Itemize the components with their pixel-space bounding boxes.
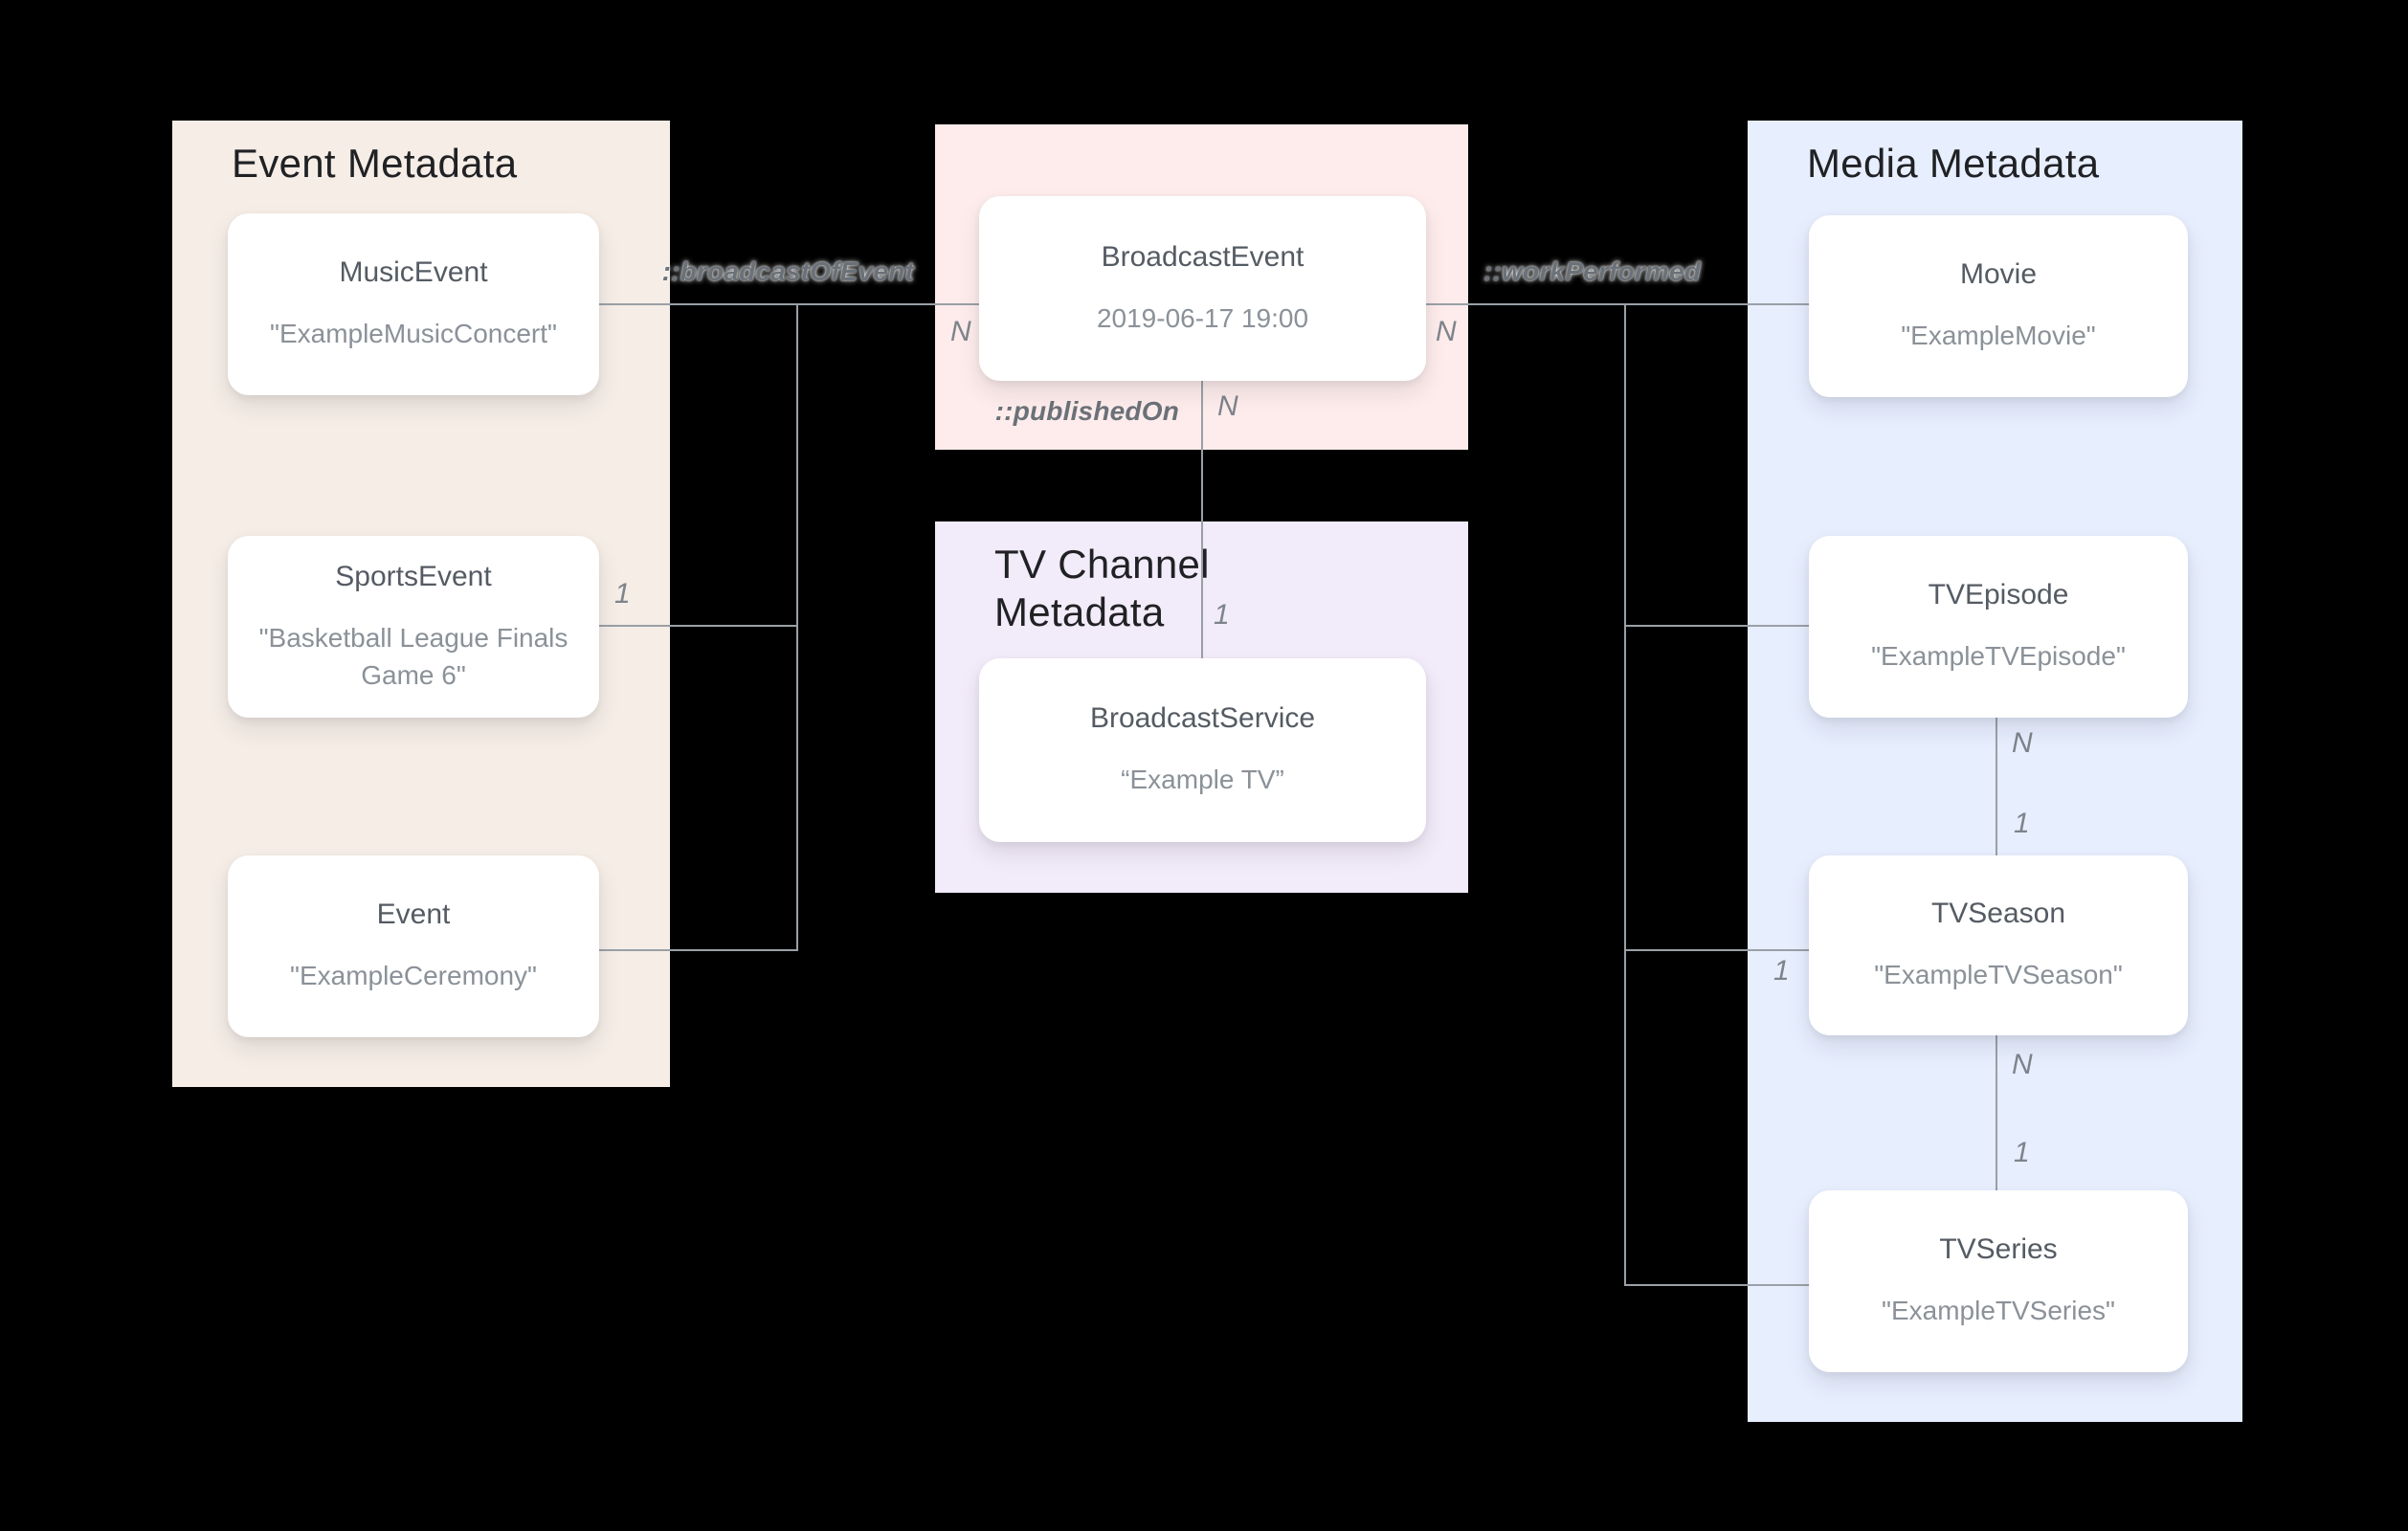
connector-sportsevent-trunk <box>599 625 798 627</box>
node-type: SportsEvent <box>335 560 492 592</box>
node-type: BroadcastService <box>1089 702 1316 735</box>
node-music-event: MusicEvent "ExampleMusicConcert" <box>228 213 599 395</box>
node-example: “Example TV” <box>1121 765 1284 795</box>
node-type: Movie <box>1959 258 2038 291</box>
relation-label-work-performed: ::workPerformed <box>1483 256 1702 286</box>
node-example: "ExampleTVSeason" <box>1874 960 2123 990</box>
cardinality-tvseason-1: 1 <box>1773 955 1790 987</box>
cardinality-sportsevent-1: 1 <box>614 578 631 610</box>
panel-title-media-metadata: Media Metadata <box>1807 141 2100 186</box>
node-type: Event <box>376 899 451 931</box>
connector-events-trunk <box>796 303 798 951</box>
node-event: Event "ExampleCeremony" <box>228 855 599 1037</box>
node-tv-season: TVSeason "ExampleTVSeason" <box>1809 855 2188 1035</box>
node-broadcast-event: BroadcastEvent 2019-06-17 19:00 <box>979 196 1426 381</box>
node-broadcast-service: BroadcastService “Example TV” <box>979 658 1426 842</box>
cardinality-season-series-n: N <box>2012 1049 2033 1080</box>
connector-media-trunk <box>1624 303 1626 1286</box>
node-tv-series: TVSeries "ExampleTVSeries" <box>1809 1190 2188 1372</box>
cardinality-episode-season-n: N <box>2012 727 2033 759</box>
cardinality-broadcastofevent-n: N <box>950 316 971 347</box>
connector-broadcastevent-movie <box>1426 303 1809 305</box>
cardinality-publishedon-1: 1 <box>1214 599 1230 631</box>
cardinality-workperformed-n: N <box>1436 316 1457 347</box>
node-type: BroadcastEvent <box>1101 240 1304 273</box>
connector-musicevent-broadcastevent <box>599 303 979 305</box>
node-type: TVEpisode <box>1928 579 2069 611</box>
connector-trunk-tvseries <box>1624 1284 1809 1286</box>
connector-trunk-tvseason <box>1624 949 1809 951</box>
cardinality-episode-season-1: 1 <box>2014 808 2030 839</box>
cardinality-season-series-1: 1 <box>2014 1137 2030 1168</box>
node-movie: Movie "ExampleMovie" <box>1809 215 2188 397</box>
node-example: "ExampleMusicConcert" <box>270 319 557 349</box>
node-type: TVSeries <box>1939 1233 2058 1266</box>
node-type: TVSeason <box>1930 898 2066 930</box>
node-example: "Basketball League Finals Game 6" <box>258 622 569 690</box>
relation-label-published-on: ::publishedOn <box>994 396 1179 426</box>
relation-label-broadcast-of-event: ::broadcastOfEvent <box>661 256 914 286</box>
connector-trunk-tvepisode <box>1624 625 1809 627</box>
node-example: "ExampleTVSeries" <box>1882 1296 2115 1326</box>
connector-tvseason-tvseries <box>1996 1035 1997 1190</box>
connector-tvepisode-tvseason <box>1996 718 1997 855</box>
node-example: "ExampleCeremony" <box>290 961 537 991</box>
node-example: "ExampleMovie" <box>1901 321 2096 351</box>
panel-title-event-metadata: Event Metadata <box>232 141 518 186</box>
node-type: MusicEvent <box>339 256 488 289</box>
node-example: 2019-06-17 19:00 <box>1096 302 1309 333</box>
connector-publishedon <box>1201 381 1203 658</box>
connector-event-trunk <box>599 949 798 951</box>
panel-title-tv-channel-metadata: TV Channel Metadata <box>994 542 1210 634</box>
node-example: "ExampleTVEpisode" <box>1871 641 2126 672</box>
node-sports-event: SportsEvent "Basketball League Finals Ga… <box>228 536 599 718</box>
node-tv-episode: TVEpisode "ExampleTVEpisode" <box>1809 536 2188 718</box>
cardinality-publishedon-n: N <box>1217 390 1238 422</box>
